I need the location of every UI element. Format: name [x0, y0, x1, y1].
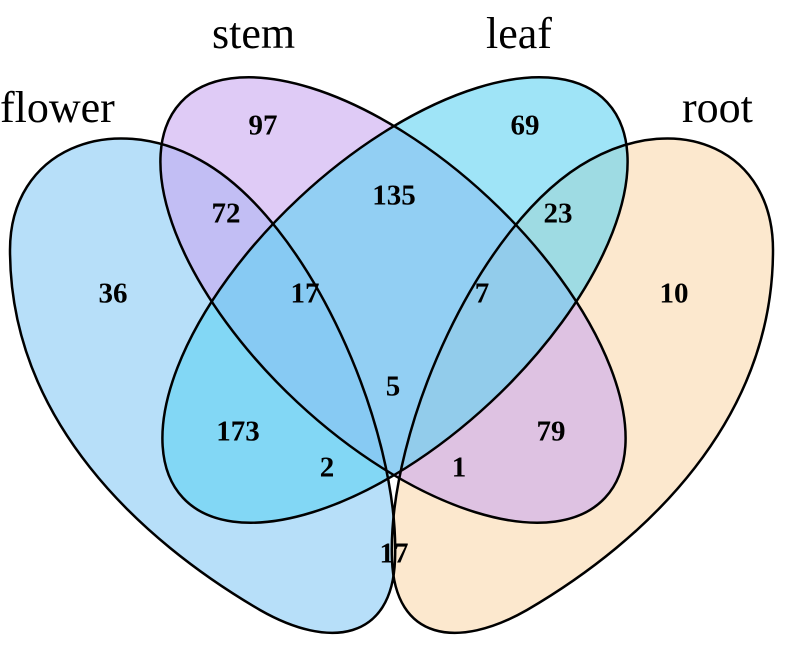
leaf-label: leaf: [486, 9, 552, 58]
flower-outline: [8, 137, 397, 634]
set-outlines: [8, 76, 775, 634]
count-leaf-only: 69: [511, 110, 540, 142]
count-flower-stem-leaf: 17: [291, 278, 320, 310]
count-all-four: 5: [386, 371, 401, 403]
count-flower-leaf-root: 2: [320, 452, 335, 484]
count-flower-leaf: 173: [216, 416, 260, 448]
count-stem-leaf: 135: [372, 180, 416, 212]
count-leaf-root: 23: [544, 198, 573, 230]
count-stem-root: 79: [537, 416, 566, 448]
count-flower-only: 36: [99, 278, 128, 310]
count-stem-only: 97: [249, 110, 278, 142]
count-flower-root: 17: [380, 538, 409, 570]
root-label: root: [682, 83, 753, 132]
count-flower-stem: 72: [212, 198, 241, 230]
leaf-outline: [161, 76, 629, 524]
count-flower-stem-root: 1: [452, 452, 467, 484]
flower-label: flower: [0, 83, 115, 132]
count-stem-leaf-root: 7: [475, 278, 490, 310]
set-fills: [10, 77, 773, 633]
stem-outline: [159, 76, 627, 524]
root-outline: [390, 137, 775, 634]
leaf-ellipse: [162, 77, 628, 523]
count-root-only: 10: [660, 278, 689, 310]
stem-label: stem: [212, 9, 295, 58]
